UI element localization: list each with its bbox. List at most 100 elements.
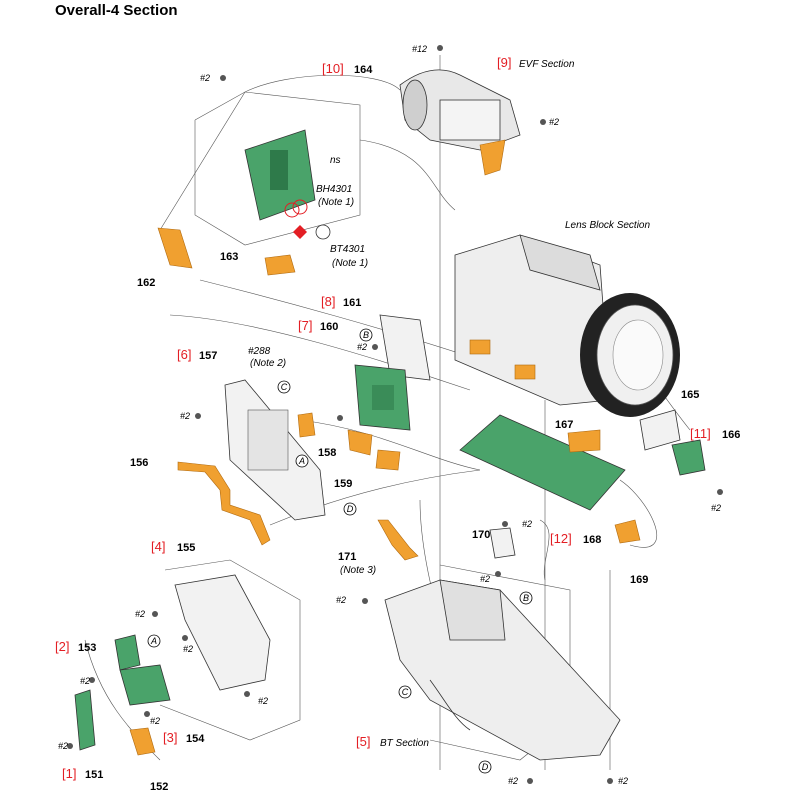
- screw-label: #2: [183, 644, 193, 654]
- screw-label: #2: [258, 696, 268, 706]
- part-158: 158: [318, 447, 336, 459]
- screw-label: #2: [711, 503, 721, 513]
- ref-11: [11]: [690, 426, 711, 441]
- screw-label: #2: [508, 776, 518, 786]
- svg-text:B: B: [363, 330, 369, 340]
- note-2: (Note 2): [250, 358, 286, 369]
- label-lens-block-section: Lens Block Section: [565, 220, 650, 231]
- note-ns: ns: [330, 155, 341, 166]
- bracket-165: [639, 409, 681, 451]
- screw-label: #2: [357, 342, 367, 352]
- part-160: 160: [320, 321, 338, 333]
- ref-4: [4]: [151, 539, 165, 554]
- screw-label: #2: [480, 574, 490, 584]
- evf-section-part: [399, 69, 521, 176]
- part-166: 166: [722, 429, 740, 441]
- screw-label: #2: [336, 595, 346, 605]
- note-bt4301: BT4301: [330, 244, 365, 255]
- flex-152: [129, 727, 156, 756]
- frame-155: [174, 574, 271, 691]
- ref-5: [5]: [356, 734, 370, 749]
- part-171: 171: [338, 551, 356, 563]
- part-155: 155: [177, 542, 195, 554]
- svg-text:B: B: [523, 593, 529, 603]
- part-163: 163: [220, 251, 238, 263]
- screw-label: #2: [180, 411, 190, 421]
- note-1a: (Note 1): [318, 197, 354, 208]
- note-1b: (Note 1): [332, 258, 368, 269]
- part-162: 162: [137, 277, 155, 289]
- lens-block-section-part: [454, 234, 680, 417]
- part-151: 151: [85, 769, 103, 781]
- label-evf-section: EVF Section: [519, 59, 575, 70]
- svg-text:D: D: [347, 504, 354, 514]
- part-168: 168: [583, 534, 601, 546]
- svg-text:C: C: [281, 382, 288, 392]
- bracket-161: [379, 314, 431, 381]
- part-167: 167: [555, 419, 573, 431]
- flex-163: [264, 254, 296, 276]
- part-170: 170: [472, 529, 490, 541]
- ref-8: [8]: [321, 294, 335, 309]
- ref-2: [2]: [55, 639, 69, 654]
- marker-c-1: C: [277, 380, 291, 394]
- screw-label: #2: [522, 519, 532, 529]
- screw-icons: [67, 45, 723, 784]
- marker-d-2: D: [478, 760, 492, 774]
- pcb-168: [459, 414, 626, 511]
- svg-text:A: A: [150, 636, 157, 646]
- screw-label: #2: [80, 676, 90, 686]
- ref-7: [7]: [298, 318, 312, 333]
- frame-157: [224, 379, 326, 521]
- note-bh4301: BH4301: [316, 184, 352, 195]
- part-164: 164: [354, 64, 373, 76]
- pcb-160: [354, 364, 411, 431]
- ref-1: [1]: [62, 766, 76, 781]
- marker-a-2: A: [147, 634, 161, 648]
- ref-10: [10]: [322, 61, 344, 76]
- screw-label-12: #12: [412, 44, 427, 54]
- svg-text:C: C: [402, 687, 409, 697]
- screw-label: #2: [618, 776, 628, 786]
- flex-158: [297, 412, 316, 438]
- marker-b-2: B: [519, 591, 533, 605]
- flex-171: [377, 519, 419, 561]
- part-165: 165: [681, 389, 699, 401]
- pcb-166: [671, 439, 706, 476]
- part-153: 153: [78, 642, 96, 654]
- pcb-164: [244, 129, 331, 240]
- part-156: 156: [130, 457, 148, 469]
- svg-text:A: A: [298, 456, 305, 466]
- screw-label: #2: [58, 741, 68, 751]
- label-bt-section: BT Section: [380, 738, 429, 749]
- marker-a-1: A: [295, 454, 309, 468]
- pcb-153: [114, 634, 141, 671]
- ref-6: [6]: [177, 347, 191, 362]
- screw-label: #2: [150, 716, 160, 726]
- marker-d-1: D: [343, 502, 357, 516]
- part-159: 159: [334, 478, 352, 490]
- page-title: Overall-4 Section: [55, 2, 178, 19]
- part-154: 154: [186, 733, 205, 745]
- screw-label: #2: [200, 73, 210, 83]
- part-169: 169: [630, 574, 648, 586]
- flex-169: [614, 519, 641, 544]
- flex-156: [177, 461, 271, 546]
- bt-section-part: [384, 579, 621, 761]
- screw-label: #2: [549, 117, 559, 127]
- screw-label: #2: [135, 609, 145, 619]
- part-152: 152: [150, 781, 168, 793]
- ref-3: [3]: [163, 730, 177, 745]
- part-161: 161: [343, 297, 361, 309]
- svg-text:D: D: [482, 762, 489, 772]
- marker-c-2: C: [398, 685, 412, 699]
- ref-12: [12]: [550, 531, 572, 546]
- bracket-170: [489, 527, 516, 559]
- ref-9: [9]: [497, 55, 511, 70]
- note-288: #288: [248, 346, 271, 357]
- part-157: 157: [199, 350, 217, 362]
- flex-162: [157, 227, 193, 269]
- flex-159: [347, 429, 401, 471]
